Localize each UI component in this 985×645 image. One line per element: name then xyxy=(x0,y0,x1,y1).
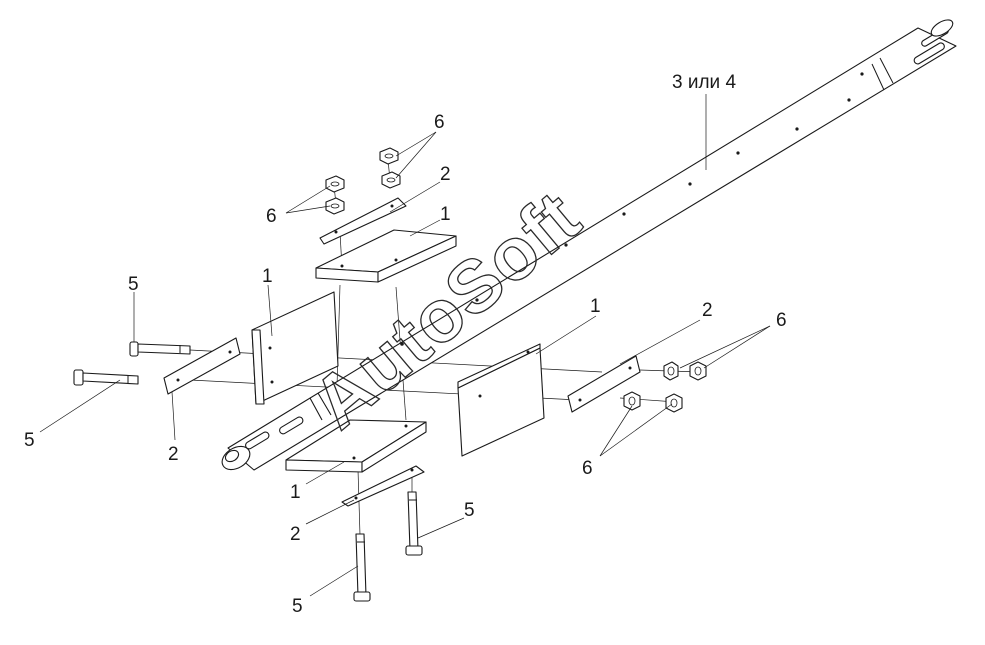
nut xyxy=(665,393,683,413)
callout-plate: 1 xyxy=(590,296,601,317)
strip-left xyxy=(163,337,241,395)
bolt-upper-left xyxy=(129,341,191,357)
callout-strip: 2 xyxy=(290,524,301,545)
nut xyxy=(381,171,401,189)
callout-bolt: 5 xyxy=(24,430,35,451)
callout-nut: 6 xyxy=(776,310,787,331)
callout-plate: 1 xyxy=(290,482,301,503)
shaft-keyway xyxy=(245,431,270,450)
callout-nut: 6 xyxy=(266,206,277,227)
callout-strip: 2 xyxy=(440,164,451,185)
callout-nut: 6 xyxy=(434,112,445,133)
nut xyxy=(623,391,641,411)
callout-bolt: 5 xyxy=(128,274,139,295)
bolt-lower-center xyxy=(353,533,371,602)
bolt-lower-right xyxy=(405,491,423,556)
callout-plate: 1 xyxy=(262,266,273,287)
callout-strip: 2 xyxy=(702,300,713,321)
nut xyxy=(325,175,345,193)
callout-shaft: 3 или 4 xyxy=(672,72,736,93)
shaft-holes xyxy=(400,72,864,346)
nut xyxy=(325,197,345,215)
strip-top xyxy=(319,197,407,245)
plate-left xyxy=(251,291,339,405)
callout-strip: 2 xyxy=(168,444,179,465)
callout-bolt: 5 xyxy=(292,596,303,617)
bolt-lower-left xyxy=(73,369,139,386)
callout-plate: 1 xyxy=(440,204,451,225)
strip-bottom xyxy=(341,465,425,507)
callout-bolt: 5 xyxy=(464,500,475,521)
callout-nut: 6 xyxy=(582,458,593,479)
strip-right xyxy=(567,355,641,413)
leader-lines xyxy=(39,94,771,597)
shaft-keyway xyxy=(279,416,304,435)
shaft-keyway xyxy=(913,42,945,65)
shaft xyxy=(221,19,957,471)
nut xyxy=(663,361,679,381)
callouts: 3 или 4 6 6 2 1 1 5 5 2 1 2 6 6 1 2 5 5 xyxy=(24,72,787,617)
plate-right xyxy=(457,343,545,457)
plate-top xyxy=(315,229,457,283)
nut xyxy=(379,147,399,165)
nut xyxy=(689,361,707,381)
plate-bottom xyxy=(285,419,427,473)
